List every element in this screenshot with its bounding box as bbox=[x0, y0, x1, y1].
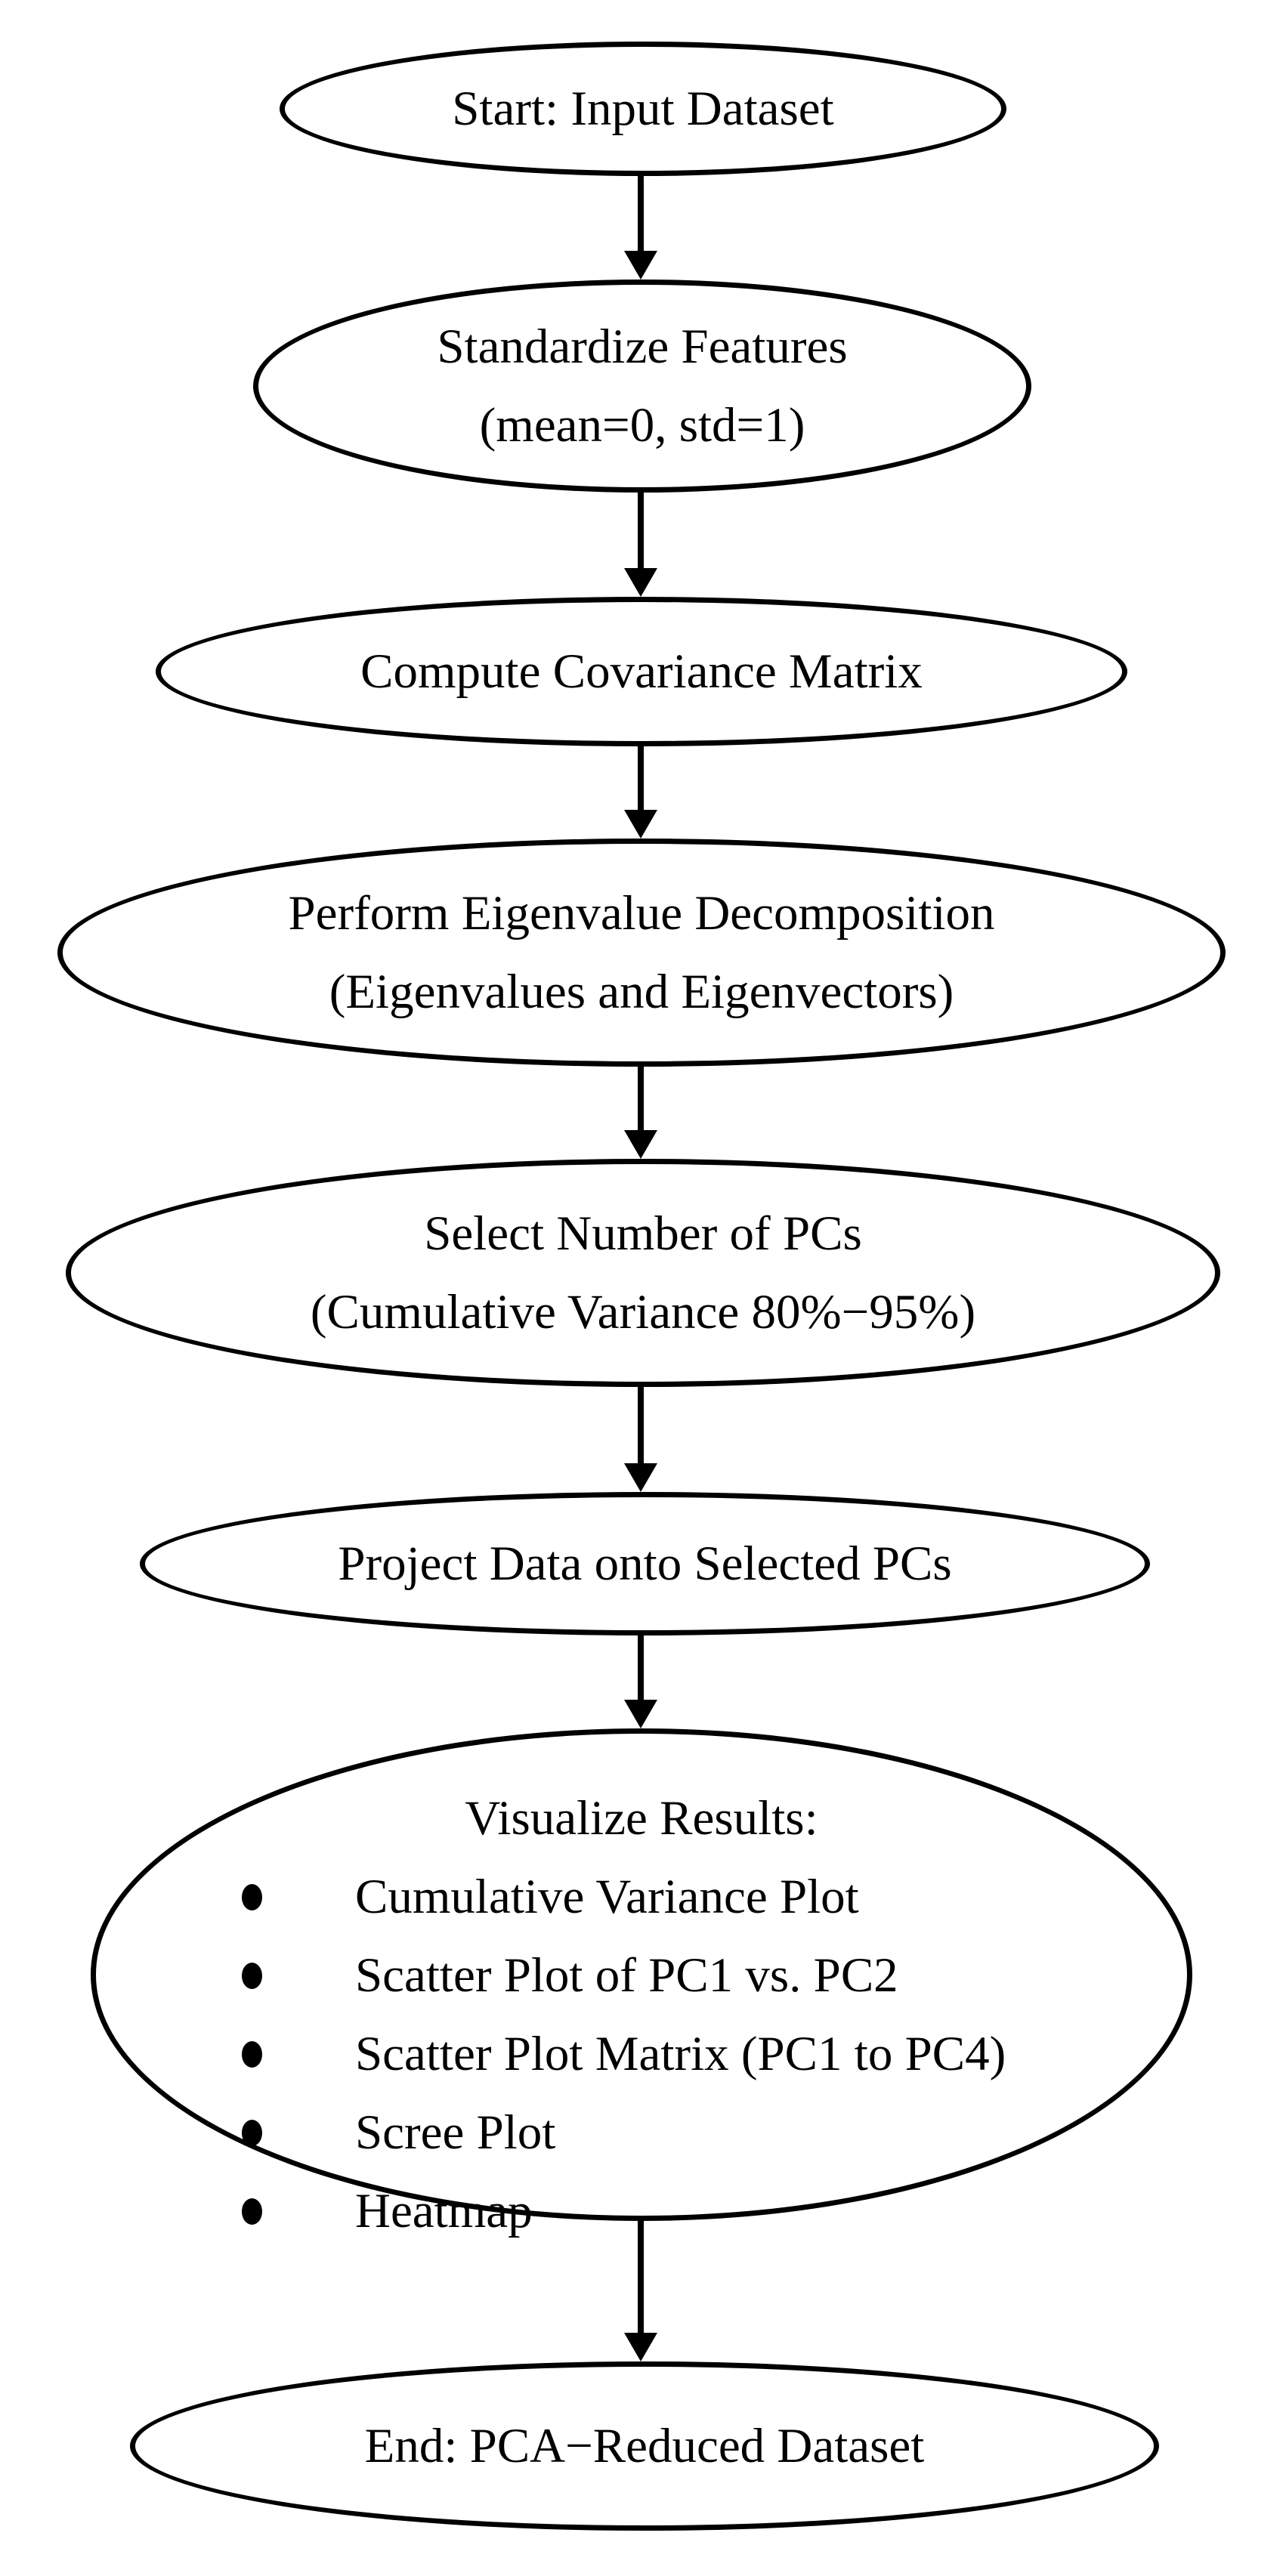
flow-node-project: Project Data onto Selected PCs bbox=[140, 1492, 1150, 1635]
list-item: Scatter Plot of PC1 vs. PC2 bbox=[242, 1936, 1187, 2015]
flow-node-covariance: Compute Covariance Matrix bbox=[156, 597, 1127, 746]
arrow-shaft bbox=[638, 1065, 644, 1136]
node-text-line: (Cumulative Variance 80%−95%) bbox=[310, 1285, 976, 1339]
node-text-line: Select Number of PCs bbox=[424, 1206, 862, 1261]
visualize-heading: Visualize Results: bbox=[465, 1791, 818, 1846]
arrow-shaft bbox=[638, 2219, 644, 2339]
flow-node-standardize: Standardize Features (mean=0, std=1) bbox=[253, 280, 1031, 493]
arrow-shaft bbox=[638, 175, 644, 257]
list-item-label: Scatter Plot Matrix (PC1 to PC4) bbox=[355, 2027, 1006, 2081]
list-item-label: Heatmap bbox=[355, 2184, 533, 2238]
list-item-label: Cumulative Variance Plot bbox=[355, 1870, 859, 1924]
node-text-line: Compute Covariance Matrix bbox=[360, 644, 923, 699]
node-text-line: End: PCA−Reduced Dataset bbox=[364, 2419, 925, 2473]
list-item: Cumulative Variance Plot bbox=[242, 1858, 1187, 1936]
flow-node-start: Start: Input Dataset bbox=[280, 42, 1006, 176]
arrow-shaft bbox=[638, 1385, 644, 1469]
list-item: Scatter Plot Matrix (PC1 to PC4) bbox=[242, 2015, 1187, 2093]
arrow-shaft bbox=[638, 745, 644, 816]
node-text-line: (mean=0, std=1) bbox=[479, 398, 805, 452]
arrow-down-icon bbox=[624, 2333, 657, 2361]
node-text-line: (Eigenvalues and Eigenvectors) bbox=[329, 965, 954, 1019]
bullet-icon bbox=[242, 1962, 262, 1989]
flow-node-visualize: Visualize Results: Cumulative Variance P… bbox=[91, 1728, 1192, 2238]
list-item-label: Scatter Plot of PC1 vs. PC2 bbox=[355, 1948, 898, 2003]
arrow-down-icon bbox=[624, 251, 657, 280]
flow-node-select-pcs: Select Number of PCs (Cumulative Varianc… bbox=[66, 1159, 1220, 1387]
node-text-line: Perform Eigenvalue Decomposition bbox=[288, 886, 995, 941]
arrow-down-icon bbox=[624, 1700, 657, 1728]
node-text-line: Standardize Features bbox=[437, 320, 848, 374]
bullet-icon bbox=[242, 2198, 262, 2225]
arrow-down-icon bbox=[624, 810, 657, 839]
flow-node-eigendecomposition: Perform Eigenvalue Decomposition (Eigenv… bbox=[57, 839, 1226, 1067]
arrow-shaft bbox=[638, 1634, 644, 1706]
node-text-line: Project Data onto Selected PCs bbox=[338, 1537, 952, 1591]
bullet-icon bbox=[242, 2040, 262, 2068]
list-item: Scree Plot bbox=[242, 2093, 1187, 2172]
list-item: Heatmap bbox=[242, 2172, 1187, 2250]
arrow-down-icon bbox=[624, 1130, 657, 1159]
flow-arrow-2 bbox=[624, 491, 657, 597]
flow-arrow-4 bbox=[624, 1065, 657, 1159]
node-text-line: Start: Input Dataset bbox=[452, 82, 834, 136]
flow-node-end: End: PCA−Reduced Dataset bbox=[130, 2361, 1159, 2531]
bullet-icon bbox=[242, 2119, 262, 2146]
list-item-label: Scree Plot bbox=[355, 2105, 556, 2160]
flow-arrow-6 bbox=[624, 1634, 657, 1728]
flow-arrow-1 bbox=[624, 175, 657, 280]
flow-arrow-3 bbox=[624, 745, 657, 839]
arrow-down-icon bbox=[624, 568, 657, 597]
flow-arrow-7 bbox=[624, 2219, 657, 2361]
arrow-shaft bbox=[638, 491, 644, 574]
arrow-down-icon bbox=[624, 1463, 657, 1492]
flow-arrow-5 bbox=[624, 1385, 657, 1492]
bullet-icon bbox=[242, 1883, 262, 1910]
